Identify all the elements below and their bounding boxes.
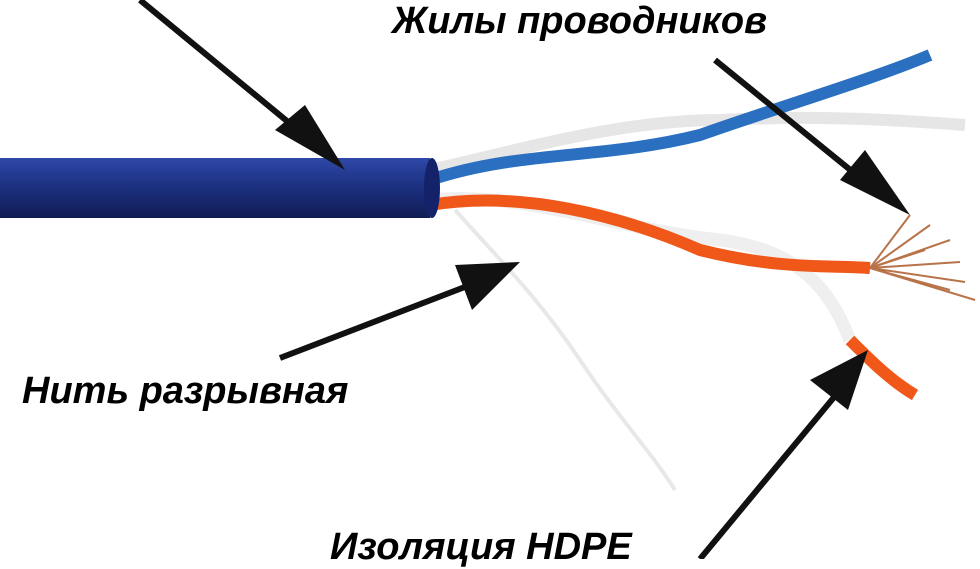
label-conductors: Жилы проводников (392, 0, 768, 42)
copper-strands (869, 214, 976, 301)
white-blue-wire (428, 111, 966, 176)
blue-wire (428, 49, 933, 186)
label-insulation: Изоляция HDPE (330, 526, 632, 568)
cable-jacket (0, 158, 435, 218)
rip-cord (453, 208, 677, 492)
orange-wire (429, 194, 871, 274)
arrows (138, 0, 910, 559)
orange-wire-end (845, 335, 919, 401)
label-rip-cord: Нить разрывная (22, 370, 349, 412)
